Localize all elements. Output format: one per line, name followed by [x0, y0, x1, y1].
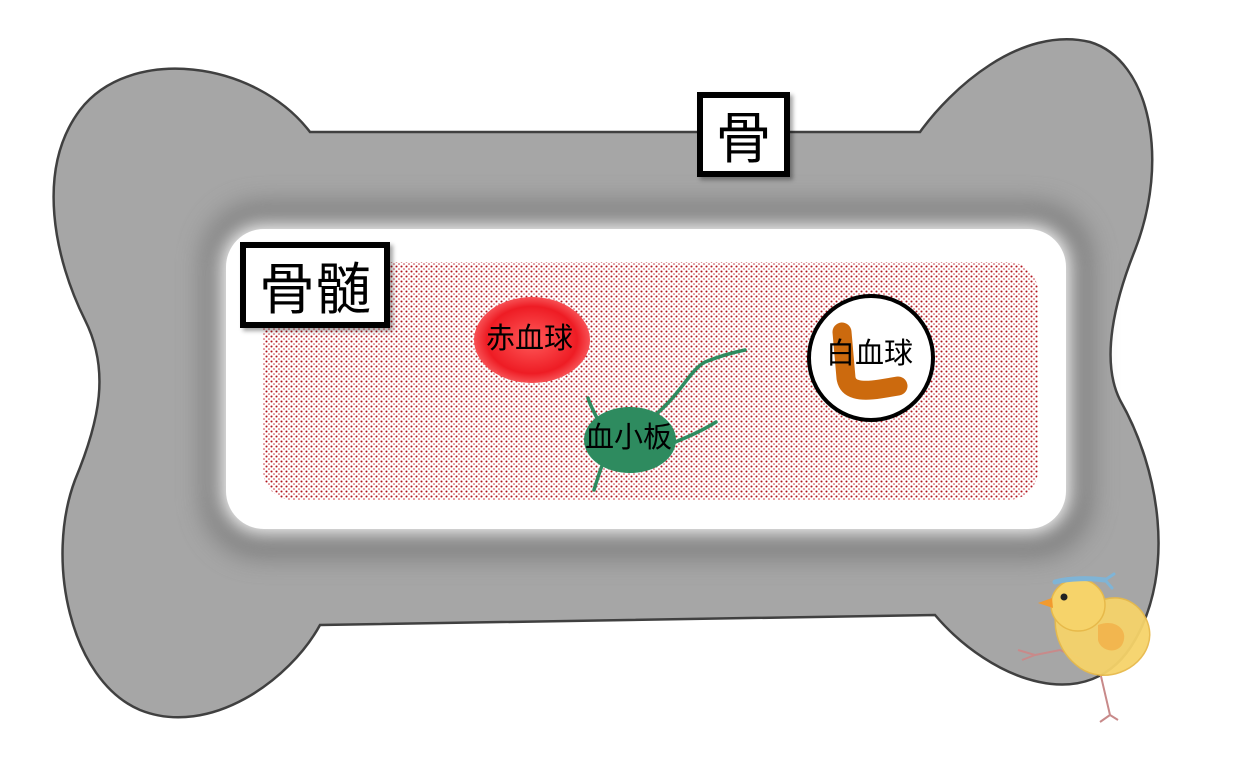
marrow-label-box: 骨髄: [240, 242, 390, 328]
marrow-label: 骨髄: [259, 257, 371, 323]
red-blood-cell: [474, 297, 590, 383]
bone-label-box: 骨: [697, 92, 790, 177]
red-blood-cell-label: 赤血球: [486, 321, 574, 355]
bone-label: 骨: [715, 107, 772, 172]
platelet-label: 血小板: [585, 420, 673, 454]
chick-illustration: [1017, 572, 1151, 723]
white-blood-cell-label: 白血球: [826, 336, 914, 370]
platelet: [584, 348, 747, 492]
white-blood-cell: [807, 294, 935, 422]
